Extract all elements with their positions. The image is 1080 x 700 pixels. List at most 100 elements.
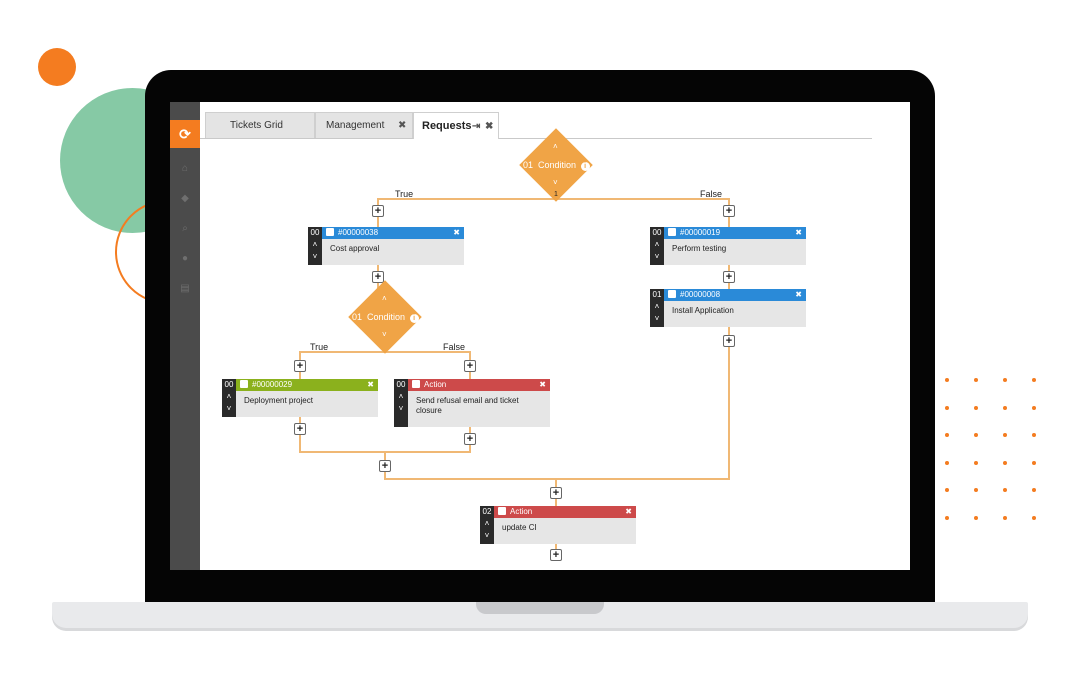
decorative-dot [1032, 378, 1036, 382]
workflow-node-install-application[interactable]: 01 ˄˅ #00000008 ✖ Install Application [650, 289, 806, 327]
tickets-icon[interactable]: ◆ [181, 193, 189, 204]
chevron-down-icon[interactable]: ˅ [382, 330, 387, 339]
workflow-node-send-refusal[interactable]: 00 ˄˅ Action ✖ Send refusal email and ti… [394, 379, 550, 427]
decorative-dot [1003, 515, 1007, 520]
add-step-button[interactable]: + [379, 460, 391, 472]
decorative-dot [945, 378, 949, 382]
decorative-dot [1032, 488, 1036, 492]
tab-label: Requests [422, 120, 472, 132]
add-step-button[interactable]: + [550, 549, 562, 561]
node-header: Action ✖ [494, 506, 636, 518]
workflow-node-update-ci[interactable]: 02 ˄˅ Action ✖ update CI [480, 506, 636, 544]
main-panel: Tickets Grid Management ✖ Requests ⇥ ✖ [200, 102, 910, 570]
close-icon[interactable]: ✖ [795, 228, 802, 237]
gear-icon [498, 507, 506, 515]
decorative-dot [945, 433, 949, 437]
node-text: Send refusal email and ticket closure [408, 391, 550, 427]
add-step-button[interactable]: + [550, 487, 562, 499]
add-step-button[interactable]: + [372, 205, 384, 217]
node-header: #00000038 ✖ [322, 227, 464, 239]
workflow-node-deployment-project[interactable]: 00 ˄˅ #00000029 ✖ Deployment project [222, 379, 378, 417]
close-icon[interactable]: ✖ [367, 380, 374, 389]
workflow-node-perform-testing[interactable]: 00 ˄˅ #00000019 ✖ Perform testing [650, 227, 806, 265]
add-step-button[interactable]: + [464, 360, 476, 372]
node-header: Action ✖ [408, 379, 550, 391]
reports-icon[interactable]: ▤ [180, 283, 190, 294]
node-header: #00000029 ✖ [236, 379, 378, 391]
chevron-up-icon[interactable]: ˄ [382, 294, 387, 303]
tab-management[interactable]: Management ✖ [315, 112, 413, 138]
pin-icon[interactable]: ⇥ [472, 120, 481, 132]
move-arrows-icon[interactable]: ˄˅ [222, 391, 236, 417]
decorative-dot [974, 515, 978, 520]
tab-requests[interactable]: Requests ⇥ ✖ [413, 112, 499, 139]
junction-index: 1 [554, 191, 558, 198]
close-icon[interactable]: ✖ [453, 228, 460, 237]
branch-label-false: False [443, 342, 466, 352]
checkbox-icon [668, 228, 676, 236]
move-arrows-icon[interactable]: ˄˅ [308, 239, 322, 265]
move-arrows-icon[interactable]: ˄˅ [394, 391, 408, 427]
app-logo-icon[interactable]: ⟳ [170, 120, 200, 148]
move-arrows-icon[interactable]: ˄˅ [650, 239, 664, 265]
add-step-button[interactable]: + [723, 335, 735, 347]
branch-label-true: True [310, 342, 329, 352]
decorative-dot [974, 460, 978, 465]
add-step-button[interactable]: + [464, 433, 476, 445]
node-number: 00 [222, 379, 236, 391]
decorative-dot [1003, 405, 1007, 410]
close-tab-icon[interactable]: ✖ [485, 120, 494, 132]
decorative-dot [974, 405, 978, 410]
node-text: Perform testing [664, 239, 806, 265]
decorative-dot [1032, 460, 1036, 465]
decorative-dot [945, 488, 949, 492]
node-text: Deployment project [236, 391, 378, 417]
condition-label: 01 Condition i [352, 312, 419, 323]
calendar-icon [240, 380, 248, 388]
condition-label: 01 Condition i [523, 160, 590, 171]
sidebar: ⟳ ⌂ ◆ ⌕ ● ▤ [170, 102, 200, 570]
add-step-button[interactable]: + [372, 271, 384, 283]
laptop-notch [476, 602, 604, 614]
tab-tickets-grid[interactable]: Tickets Grid [205, 112, 315, 138]
close-tab-icon[interactable]: ✖ [398, 120, 407, 131]
workflow-canvas: ˄ 01 Condition i ˅ True False 1 + + 00 ˄… [200, 128, 910, 570]
add-step-button[interactable]: + [723, 205, 735, 217]
decorative-dot [1032, 515, 1036, 520]
decorative-dot [945, 515, 949, 520]
node-text: Cost approval [322, 239, 464, 265]
search-icon[interactable]: ⌕ [182, 223, 188, 234]
info-icon[interactable]: i [580, 162, 590, 171]
move-arrows-icon[interactable]: ˄˅ [650, 301, 664, 327]
node-text: Install Application [664, 301, 806, 327]
node-header: #00000008 ✖ [664, 289, 806, 301]
workflow-node-cost-approval[interactable]: 00 ˄˅ #00000038 ✖ Cost approval [308, 227, 464, 265]
tab-bar: Tickets Grid Management ✖ Requests ⇥ ✖ [200, 110, 872, 139]
home-icon[interactable]: ⌂ [181, 163, 189, 174]
branch-label-false: False [700, 189, 723, 199]
decorative-dot [974, 433, 978, 437]
checkbox-icon [668, 290, 676, 298]
decorative-dot [974, 378, 978, 382]
close-icon[interactable]: ✖ [625, 507, 632, 516]
move-arrows-icon[interactable]: ˄˅ [480, 518, 494, 544]
close-icon[interactable]: ✖ [539, 380, 546, 389]
close-icon[interactable]: ✖ [795, 290, 802, 299]
chevron-down-icon[interactable]: ˅ [553, 178, 558, 187]
decorative-dot [945, 460, 949, 465]
info-icon[interactable]: i [409, 314, 419, 323]
node-number: 02 [480, 506, 494, 518]
gear-icon [412, 380, 420, 388]
app-screen: ⟳ ⌂ ◆ ⌕ ● ▤ Tickets Grid Management ✖ Re… [170, 102, 910, 570]
add-step-button[interactable]: + [294, 423, 306, 435]
node-number: 00 [394, 379, 408, 391]
chevron-up-icon[interactable]: ˄ [553, 142, 558, 151]
users-icon[interactable]: ● [181, 253, 189, 264]
decorative-orange-dot [38, 48, 76, 86]
add-step-button[interactable]: + [723, 271, 735, 283]
branch-label-true: True [395, 189, 414, 199]
node-number: 00 [308, 227, 322, 239]
node-text: update CI [494, 518, 636, 544]
decorative-dot [1003, 433, 1007, 437]
add-step-button[interactable]: + [294, 360, 306, 372]
